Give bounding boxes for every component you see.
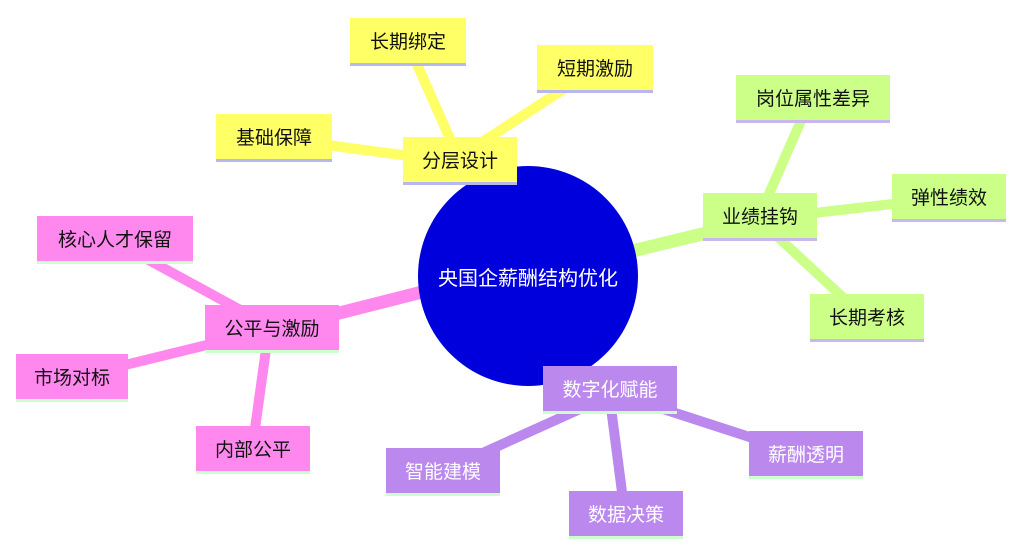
- leaf-layer-1[interactable]: 长期绑定: [350, 18, 466, 66]
- branch-perf[interactable]: 业绩挂钩: [703, 193, 817, 241]
- branch-digital[interactable]: 数字化赋能: [543, 366, 677, 414]
- branch-fair[interactable]: 公平与激励: [205, 305, 339, 353]
- leaf-perf-1[interactable]: 岗位属性差异: [736, 75, 890, 123]
- leaf-layer-3[interactable]: 基础保障: [216, 114, 332, 162]
- leaf-fair-3[interactable]: 内部公平: [196, 426, 310, 474]
- leaf-layer-2[interactable]: 短期激励: [537, 45, 653, 93]
- leaf-digital-1[interactable]: 智能建模: [386, 448, 500, 496]
- leaf-fair-1[interactable]: 核心人才保留: [37, 216, 193, 264]
- leaf-perf-2[interactable]: 弹性绩效: [892, 174, 1006, 222]
- leaf-digital-3[interactable]: 薪酬透明: [749, 431, 863, 479]
- central-topic[interactable]: 央国企薪酬结构优化: [418, 166, 638, 386]
- leaf-digital-2[interactable]: 数据决策: [569, 491, 683, 539]
- leaf-fair-2[interactable]: 市场对标: [16, 354, 128, 402]
- branch-layer[interactable]: 分层设计: [403, 137, 517, 185]
- leaf-perf-3[interactable]: 长期考核: [810, 294, 924, 342]
